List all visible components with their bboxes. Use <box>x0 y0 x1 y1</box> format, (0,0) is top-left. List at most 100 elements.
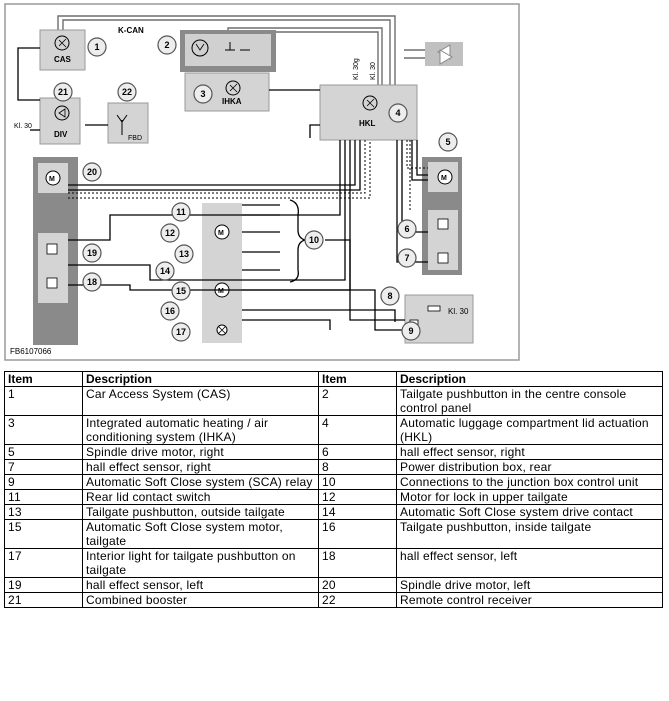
item-description: Car Access System (CAS) <box>82 386 319 416</box>
item-description: Spindle drive motor, right <box>82 444 319 460</box>
callout-number: 10 <box>309 235 319 245</box>
callout-number: 22 <box>122 87 132 97</box>
callout-17: 17 <box>171 322 191 342</box>
callout-13: 13 <box>174 244 194 264</box>
item-description: hall effect sensor, right <box>396 444 663 460</box>
item-description: Tailgate pushbutton, outside tailgate <box>82 504 319 520</box>
item-description: hall effect sensor, right <box>82 459 319 475</box>
kl30g-label: Kl. 30g <box>353 58 360 80</box>
kl30-top-label: Kl. 30 <box>370 62 377 80</box>
callout-12: 12 <box>160 223 180 243</box>
callout-number: 11 <box>176 207 186 217</box>
callout-number: 21 <box>58 87 68 97</box>
tailgate-lock-module: M M <box>202 203 242 343</box>
k-can-label: K-CAN <box>118 26 144 35</box>
item-number: 17 <box>4 548 83 578</box>
callout-16: 16 <box>160 301 180 321</box>
dotted-wiring <box>68 140 428 210</box>
item-number: 20 <box>318 577 397 593</box>
callout-number: 20 <box>87 167 97 177</box>
tailgate-pushbutton-console <box>180 30 276 72</box>
callout-6: 6 <box>397 219 417 239</box>
item-number: 13 <box>4 504 83 520</box>
svg-text:M: M <box>218 288 224 295</box>
item-number: 15 <box>4 519 83 549</box>
callout-number: 17 <box>176 327 186 337</box>
svg-text:M: M <box>49 176 55 183</box>
item-number: 8 <box>318 459 397 475</box>
item-number: 11 <box>4 489 83 505</box>
hkl-label: HKL <box>359 119 376 128</box>
callout-4: 4 <box>388 103 408 123</box>
item-number: 7 <box>4 459 83 475</box>
kl30-div-label: Kl. 30 <box>14 123 32 130</box>
item-description: Motor for lock in upper tailgate <box>396 489 663 505</box>
item-number: 18 <box>318 548 397 578</box>
callout-number: 7 <box>404 253 409 263</box>
callout-8: 8 <box>380 286 400 306</box>
callout-10: 10 <box>304 230 324 250</box>
callout-number: 19 <box>87 248 97 258</box>
ihka-label: IHKA <box>222 97 242 106</box>
item-number: 6 <box>318 444 397 460</box>
callout-number: 2 <box>164 40 169 50</box>
callout-number: 15 <box>176 286 186 296</box>
fbd-unit: FBD <box>107 102 149 144</box>
div-label: DIV <box>54 130 68 139</box>
cas-label: CAS <box>54 55 72 64</box>
div-unit: DIV <box>39 97 81 145</box>
item-description: Automatic Soft Close system motor, tailg… <box>82 519 319 549</box>
item-description: Automatic Soft Close system (SCA) relay <box>82 474 319 490</box>
callout-9: 9 <box>401 321 421 341</box>
item-description: Integrated automatic heating / air condi… <box>82 415 319 445</box>
item-description: Tailgate pushbutton in the centre consol… <box>396 386 663 416</box>
item-number: 14 <box>318 504 397 520</box>
callout-number: 13 <box>179 249 189 259</box>
callout-number: 4 <box>395 108 400 118</box>
callout-number: 6 <box>404 224 409 234</box>
item-number: 21 <box>4 592 83 608</box>
item-description: Power distribution box, rear <box>396 459 663 475</box>
item-description: hall effect sensor, left <box>82 577 319 593</box>
callout-number: 14 <box>160 266 170 276</box>
item-description: Spindle drive motor, left <box>396 577 663 593</box>
callout-22: 22 <box>117 82 137 102</box>
item-number: 22 <box>318 592 397 608</box>
item-description: Automatic luggage compartment lid actuat… <box>396 415 663 445</box>
callout-number: 3 <box>200 89 205 99</box>
item-description: Rear lid contact switch <box>82 489 319 505</box>
callout-21: 21 <box>53 82 73 102</box>
callout-number: 8 <box>387 291 392 301</box>
wiring <box>17 47 428 331</box>
item-number: 16 <box>318 519 397 549</box>
kl30-relay-label: Kl. 30 <box>448 307 469 316</box>
callout-5: 5 <box>438 132 458 152</box>
header-item-2: Item <box>318 371 397 387</box>
item-description: Connections to the junction box control … <box>396 474 663 490</box>
diagram-code: FB6107066 <box>10 347 52 356</box>
svg-text:M: M <box>441 175 447 182</box>
item-number: 19 <box>4 577 83 593</box>
item-description: Interior light for tailgate pushbutton o… <box>82 548 319 578</box>
svg-text:M: M <box>218 230 224 237</box>
callout-3: 3 <box>193 84 213 104</box>
callout-number: 5 <box>445 137 450 147</box>
callout-1: 1 <box>87 37 107 57</box>
callout-number: 16 <box>165 306 175 316</box>
item-number: 2 <box>318 386 397 416</box>
callout-number: 1 <box>94 42 99 52</box>
fbd-label: FBD <box>128 135 142 142</box>
callout-14: 14 <box>155 261 175 281</box>
callout-number: 18 <box>87 277 97 287</box>
wiring-diagram: CAS IHKA HKL DIV FBD M <box>4 3 520 361</box>
right-spindle-assembly: M <box>422 157 462 275</box>
